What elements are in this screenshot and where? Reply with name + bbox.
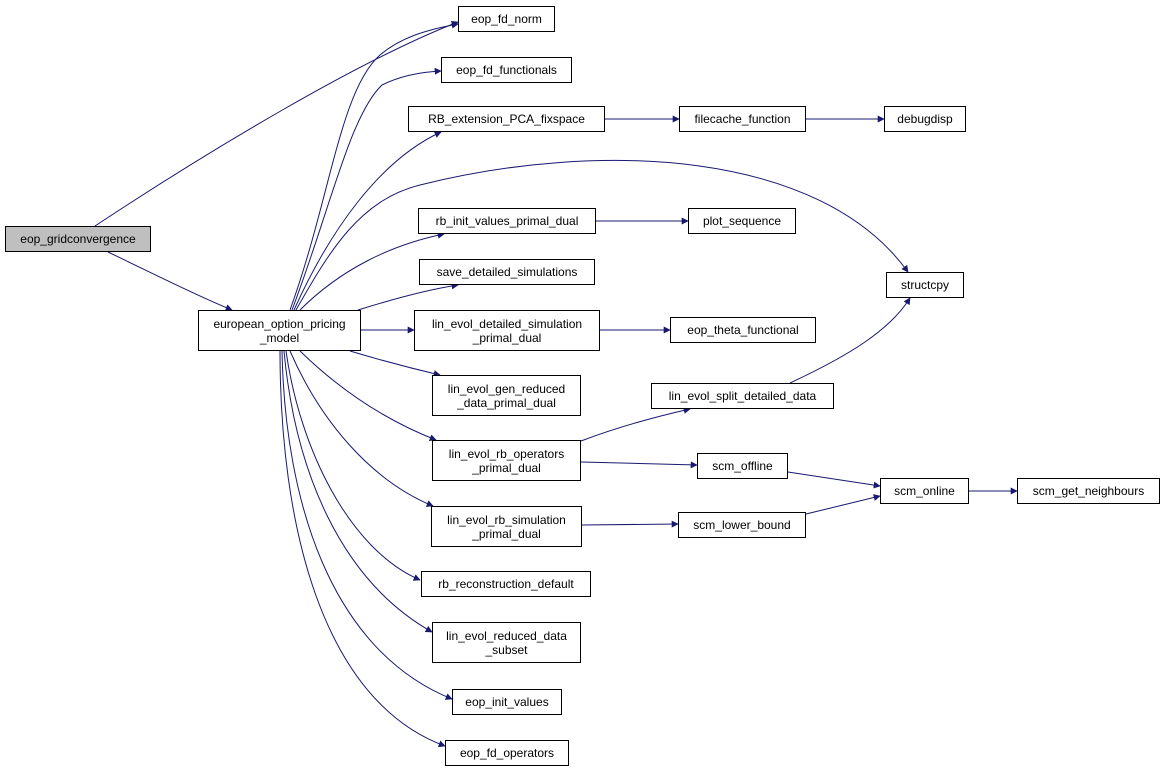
node-lin-evol-reduced-data-subset[interactable]: lin_evol_reduced_data_subset	[432, 622, 581, 663]
node-label-line: scm_offline	[712, 459, 773, 473]
node-label-line: _data_primal_dual	[457, 395, 556, 410]
node-lin-evol-gen-reduced-data-primal-dual[interactable]: lin_evol_gen_reduced_data_primal_dual	[432, 375, 581, 416]
node-scm-online[interactable]: scm_online	[880, 478, 969, 504]
node-lin-evol-detailed-simulation-primal-dual[interactable]: lin_evol_detailed_simulation_primal_dual	[414, 310, 600, 351]
node-label-line: RB_extension_PCA_fixspace	[428, 112, 585, 126]
node-label-line: lin_evol_reduced_data	[446, 628, 567, 643]
node-eop-init-values[interactable]: eop_init_values	[452, 689, 562, 715]
edge-european_option_pricing_model-to-structcpy	[295, 159, 909, 311]
node-label-line: _primal_dual	[472, 526, 541, 541]
node-label-line: eop_gridconvergence	[20, 232, 136, 246]
edge-lin_evol_rb_operators_primal_dual-to-lin_evol_split_detailed_data	[580, 406, 691, 442]
node-label-line: scm_online	[894, 484, 955, 498]
node-label-line: eop_init_values	[465, 695, 549, 709]
edge-european_option_pricing_model-to-save_detailed_simulations	[357, 282, 459, 311]
edge-lin_evol_rb_simulation_primal_dual-to-scm_lower_bound	[581, 520, 679, 528]
edge-european_option_pricing_model-to-rb_reconstruction_default	[285, 350, 421, 581]
edge-european_option_pricing_model-to-lin_evol_reduced_data_subset	[283, 350, 433, 633]
node-plot-sequence[interactable]: plot_sequence	[688, 208, 796, 234]
node-label-line: european_option_pricing	[213, 316, 346, 331]
edge-european_option_pricing_model-to-lin_evol_rb_operators_primal_dual	[299, 350, 437, 441]
node-label-line: scm_get_neighbours	[1032, 484, 1145, 498]
node-european-option-pricing-model[interactable]: european_option_pricing_model	[198, 310, 361, 351]
node-debugdisp[interactable]: debugdisp	[884, 106, 966, 132]
edge-european_option_pricing_model-to-lin_evol_gen_reduced_data_primal_dual	[349, 350, 441, 377]
node-rb-reconstruction-default[interactable]: rb_reconstruction_default	[421, 571, 591, 597]
node-label-line: _primal_dual	[472, 330, 542, 345]
edge-eop_gridconvergence-to-european_option_pricing_model	[107, 251, 233, 311]
node-label-line: rb_init_values_primal_dual	[435, 214, 579, 228]
node-label-line: lin_evol_rb_simulation	[447, 512, 566, 527]
node-label-line: save_detailed_simulations	[436, 265, 578, 279]
edge-european_option_pricing_model-to-RB_extension_PCA_fixspace	[293, 131, 442, 311]
node-label-line: rb_reconstruction_default	[438, 577, 574, 591]
edge-european_option_pricing_model-to-lin_evol_rb_simulation_primal_dual	[289, 350, 434, 507]
node-scm-offline[interactable]: scm_offline	[697, 453, 788, 479]
node-label-line: lin_evol_gen_reduced	[447, 381, 566, 396]
edge-eop_gridconvergence-to-eop_fd_norm	[94, 21, 459, 227]
node-scm-lower-bound[interactable]: scm_lower_bound	[678, 512, 806, 538]
node-label-line: lin_evol_rb_operators	[448, 446, 565, 461]
node-label-line: _subset	[485, 642, 528, 657]
edge-lin_evol_rb_operators_primal_dual-to-scm_offline	[580, 461, 698, 469]
node-eop-fd-operators[interactable]: eop_fd_operators	[445, 740, 569, 766]
edge-european_option_pricing_model-to-eop_fd_norm	[289, 21, 459, 311]
edge-european_option_pricing_model-to-eop_fd_operators	[279, 350, 446, 748]
node-lin-evol-rb-operators-primal-dual[interactable]: lin_evol_rb_operators_primal_dual	[432, 440, 581, 481]
node-label-line: filecache_function	[694, 112, 791, 126]
node-label-line: scm_lower_bound	[693, 518, 791, 532]
node-label-line: eop_theta_functional	[687, 323, 799, 337]
edge-european_option_pricing_model-to-rb_init_values_primal_dual	[299, 231, 445, 311]
node-lin-evol-split-detailed-data[interactable]: lin_evol_split_detailed_data	[651, 383, 834, 409]
node-save-detailed-simulations[interactable]: save_detailed_simulations	[419, 259, 595, 285]
node-label-line: structcpy	[900, 278, 949, 292]
edge-european_option_pricing_model-to-eop_init_values	[281, 350, 453, 700]
node-eop-theta-functional[interactable]: eop_theta_functional	[670, 317, 816, 343]
edge-scm_lower_bound-to-scm_online	[805, 494, 881, 515]
node-eop-fd-functionals[interactable]: eop_fd_functionals	[441, 57, 572, 83]
node-label-line: eop_fd_norm	[471, 12, 542, 26]
edge-scm_offline-to-scm_online	[787, 471, 881, 489]
node-label-line: lin_evol_detailed_simulation	[431, 316, 583, 331]
node-scm-get-neighbours[interactable]: scm_get_neighbours	[1017, 478, 1160, 504]
edge-european_option_pricing_model-to-eop_fd_functionals	[291, 67, 442, 311]
node-filecache-function[interactable]: filecache_function	[679, 106, 806, 132]
edge-lin_evol_split_detailed_data-to-structcpy	[789, 297, 911, 384]
node-structcpy[interactable]: structcpy	[886, 272, 964, 298]
node-rb-extension-pca-fixspace[interactable]: RB_extension_PCA_fixspace	[408, 106, 605, 132]
node-label-line: plot_sequence	[702, 214, 782, 228]
node-eop-fd-norm[interactable]: eop_fd_norm	[458, 6, 555, 32]
node-lin-evol-rb-simulation-primal-dual[interactable]: lin_evol_rb_simulation_primal_dual	[431, 506, 582, 547]
node-label-line: eop_fd_operators	[459, 746, 555, 760]
node-label-line: lin_evol_split_detailed_data	[668, 389, 817, 403]
node-eop-gridconvergence[interactable]: eop_gridconvergence	[5, 226, 151, 252]
node-rb-init-values-primal-dual[interactable]: rb_init_values_primal_dual	[418, 208, 596, 234]
node-label-line: _model	[259, 330, 300, 345]
node-label-line: _primal_dual	[472, 460, 541, 475]
node-label-line: debugdisp	[897, 112, 953, 126]
node-label-line: eop_fd_functionals	[456, 63, 557, 77]
